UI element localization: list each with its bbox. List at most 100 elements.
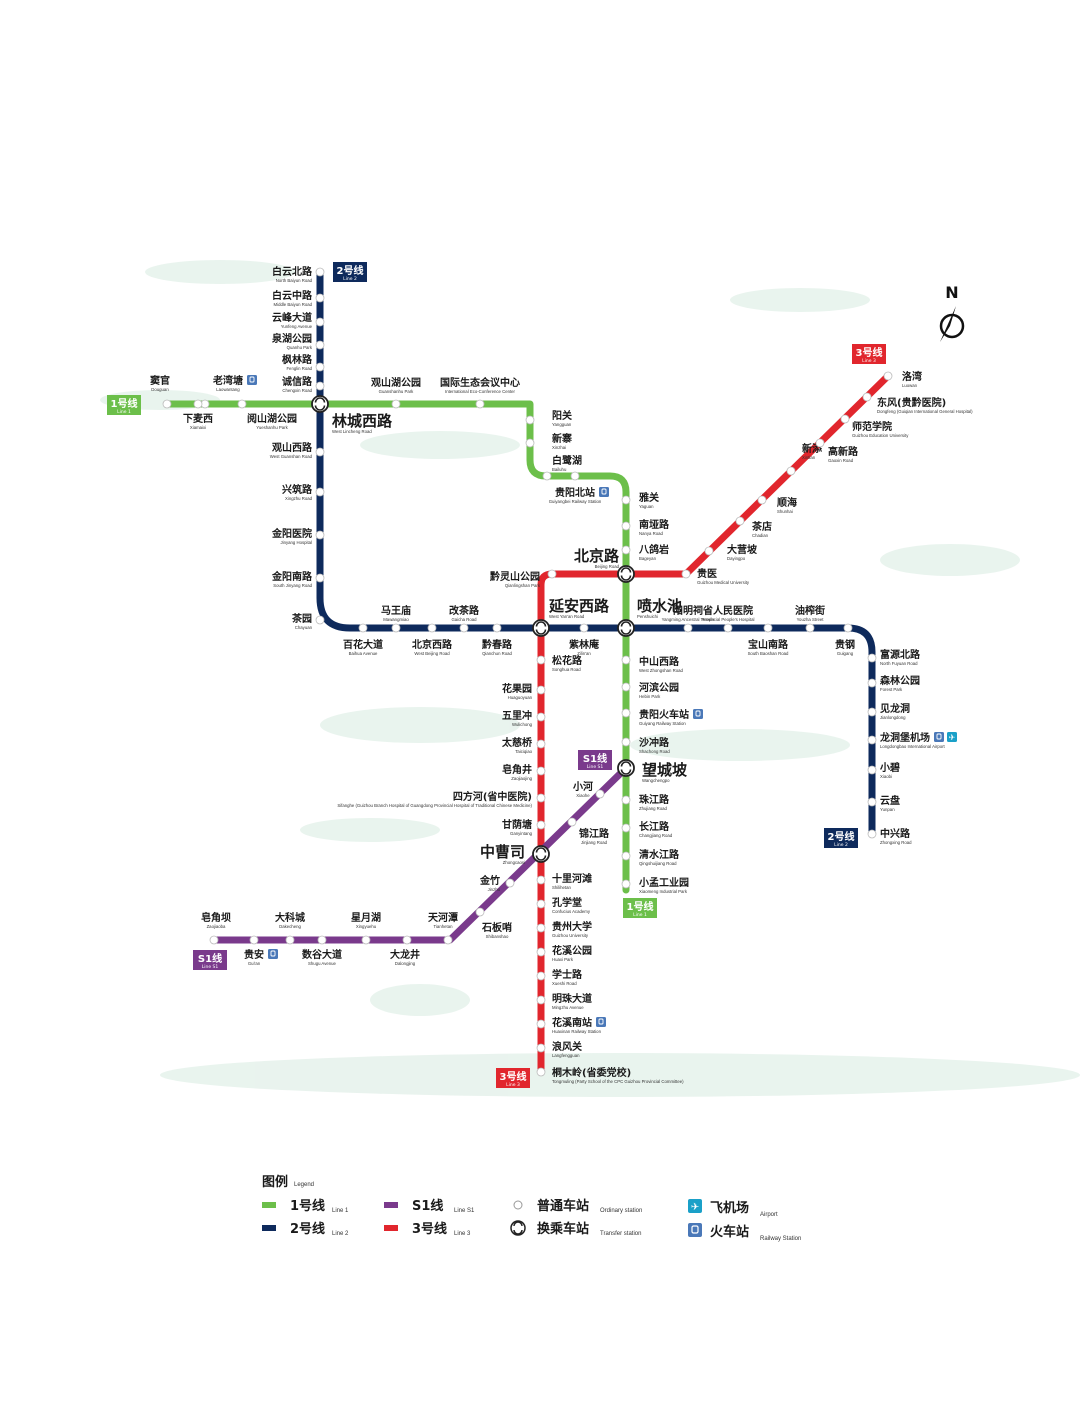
station-dot: [391, 399, 401, 409]
station-name-en: Wangchengpo: [642, 778, 670, 783]
station-name-en: Dalongjing: [395, 961, 416, 966]
svg-text:Legend: Legend: [294, 1182, 314, 1188]
station-name-en: Baihua Avenue: [349, 651, 378, 656]
station-name-en: Jinjiang Road: [581, 840, 608, 845]
legend-airport-icon: [688, 1199, 702, 1213]
station-dot: [315, 317, 325, 327]
station-name-cn: 中兴路: [880, 827, 911, 840]
station-name-en: Hebin Park: [639, 694, 661, 699]
station-name-en: Gaoxin Road: [828, 458, 854, 463]
svg-text:Line 3: Line 3: [862, 358, 876, 364]
station-name-en: Wulichong: [512, 722, 533, 727]
station-name-en: Jinyang Hospital: [280, 540, 312, 545]
station-name-cn: 阅山湖公园: [247, 412, 297, 425]
station-name-en: Dayingpo: [727, 556, 746, 561]
station-name-cn: 金竹: [479, 874, 500, 887]
station-name-en: West Yan'an Road: [549, 614, 585, 619]
svg-text:Line 1: Line 1: [633, 912, 647, 918]
station-name-cn: 森林公园: [879, 674, 920, 687]
station-dot: [867, 797, 877, 807]
station-dot: [567, 817, 577, 827]
badge-line3-north: 3号线 Line 3: [852, 344, 886, 364]
station-dot: [315, 340, 325, 350]
station-name-cn: 大龙井: [390, 948, 420, 961]
badge-line2-top: 2号线 Line 2: [333, 262, 367, 282]
station-name-cn: 马王庙: [381, 604, 411, 617]
station-name-cn: 大营坡: [727, 543, 758, 556]
line3-route: [537, 372, 892, 1076]
svg-text:1号线: 1号线: [290, 1198, 325, 1214]
station-name-en: Youzha Street: [797, 617, 825, 622]
station-name-en: Shachong Road: [639, 749, 670, 754]
station-name-cn: 明珠大道: [552, 992, 592, 1005]
station-dot: [536, 793, 546, 803]
station-name-cn: 星月湖: [351, 911, 381, 924]
station-dot: [317, 935, 327, 945]
station-name-en: Huaxi Park: [552, 957, 574, 962]
legend-railway-icon: [688, 1223, 702, 1237]
station-dot: [249, 935, 259, 945]
badge-lineS1-west: S1线 Line S1: [193, 950, 227, 970]
station-name-cn: 东风(贵黔医院): [877, 396, 946, 409]
station-name-en: International Eco-Conference Center: [445, 389, 516, 394]
station-dot: [757, 495, 767, 505]
station-name-cn: 延安西路: [548, 597, 610, 615]
station-name-en: Shibanshao: [486, 934, 509, 939]
station-dot: [595, 789, 605, 799]
legend-transfer-station-icon: [510, 1220, 526, 1236]
station-name-cn: 贵州大学: [552, 920, 592, 933]
station-dot: [840, 414, 850, 424]
station-name-en: North Fuyuan Road: [880, 661, 918, 666]
station-dot: [805, 623, 815, 633]
station-name-en: Qianchun Road: [482, 651, 512, 656]
station-dongfeng: 东风(贵黔医院)Dongfeng (Guiqian International …: [862, 392, 973, 414]
svg-text:2号线: 2号线: [290, 1221, 325, 1237]
station-name-en: Quanhu Park: [287, 345, 313, 350]
station-name-cn: 贵阳火车站: [639, 708, 689, 721]
station-dot: [786, 466, 796, 476]
station-name-cn: 省人民医院: [702, 604, 753, 617]
legend-ordinary-station-icon: [513, 1200, 523, 1210]
station-name-cn: 花溪南站: [552, 1016, 592, 1029]
svg-text:飞机场: 飞机场: [710, 1200, 749, 1216]
station-dot: [525, 415, 535, 425]
badge-lineS1-north: S1线 Line S1: [578, 750, 612, 770]
railway-icon: [934, 732, 944, 742]
station-name-en: Jianlongdong: [880, 715, 906, 720]
station-name-en: Zilin'an: [577, 651, 591, 656]
station-tongmuling: 桐木岭(省委党校)Tongmuling (Party School of the…: [536, 1066, 684, 1084]
station-name-en: Chayuan: [295, 625, 313, 630]
station-name-en: Qianlingshan Park: [505, 583, 541, 588]
station-name-cn: 窦官: [150, 374, 170, 387]
svg-text:Line 3: Line 3: [454, 1231, 471, 1237]
station-name-en: Laowantang: [216, 387, 240, 392]
svg-text:Line 3: Line 3: [506, 1082, 520, 1088]
station-name-cn: 松花路: [552, 654, 583, 667]
